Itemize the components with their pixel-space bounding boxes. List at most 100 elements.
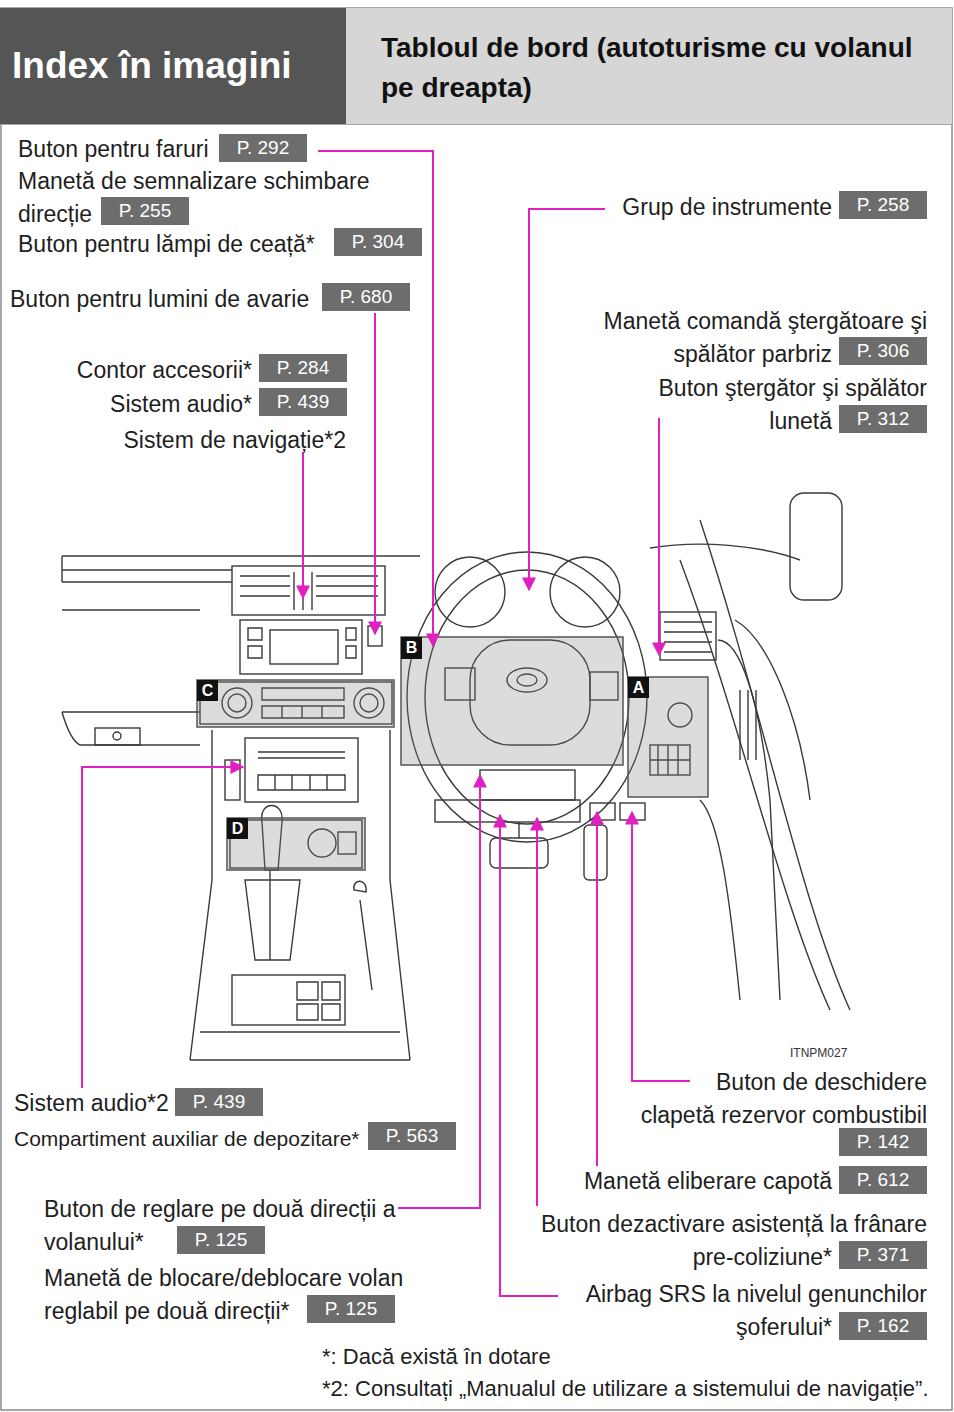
- dashboard-line-art: [62, 493, 850, 1060]
- page-reference: P. 258: [839, 191, 927, 219]
- page-frame: [1, 8, 952, 1410]
- dashboard-line-art: [258, 752, 345, 790]
- page-frame: [1, 8, 952, 1410]
- callout-label: Buton pentru lumini de avarie: [10, 283, 309, 316]
- callout-label: Buton pentru lămpi de ceață*: [18, 228, 315, 261]
- figure-code: ITNPM027: [790, 1046, 847, 1060]
- page-badge: P. 312: [839, 405, 927, 433]
- page-badge: P. 162: [839, 1312, 927, 1340]
- dashboard-line-art: [240, 572, 378, 610]
- leader-line: [82, 151, 690, 1296]
- dashboard-line-art: [190, 1032, 410, 1060]
- page-badge: P. 680: [322, 283, 410, 311]
- highlight-area: [197, 680, 394, 727]
- page-reference: P. 306: [839, 337, 927, 365]
- highlight-area: [628, 677, 708, 797]
- leader-line: [596, 812, 598, 1166]
- dashboard-line-art: [490, 838, 548, 868]
- dashboard-line-art: [435, 800, 580, 822]
- dashboard-line-art: [584, 825, 607, 880]
- page-reference: P. 292: [219, 134, 307, 162]
- dashboard-line-art: [245, 738, 358, 802]
- heading-text: Tabloul de bord (autoturisme cu volanul …: [381, 28, 921, 108]
- dashboard-line-art: [740, 690, 756, 760]
- float-spacer: [832, 1241, 927, 1274]
- dashboard-line-art: [62, 556, 420, 745]
- heading-text: Index în imagini: [12, 44, 346, 88]
- page-badge: P. 439: [259, 388, 347, 416]
- footnote: *: Dacă există în dotare: [322, 1340, 551, 1373]
- page-badge: P. 125: [307, 1295, 395, 1323]
- page-badge: P. 306: [839, 337, 927, 365]
- page-badge: P. 304: [334, 228, 422, 256]
- float-spacer: [832, 405, 927, 438]
- footnote: *2: Consultați „Manualul de utilizare a …: [322, 1372, 929, 1405]
- page-badge: P. 292: [219, 134, 307, 162]
- dashboard-line-art: [790, 493, 842, 600]
- callout-label: Compartiment auxiliar de depozitare*: [14, 1122, 360, 1155]
- callout-label: Buton dezactivare asistență la frânare p…: [532, 1208, 927, 1274]
- area-letter-text: B: [401, 637, 422, 658]
- page-badge: P. 612: [839, 1166, 927, 1194]
- leader-line: [82, 767, 243, 1088]
- dashboard-line-art: [240, 620, 362, 674]
- area-letter: A: [628, 677, 649, 698]
- callout-label: Buton de reglare pe două direcții a vola…: [44, 1193, 396, 1259]
- dashboard-line-art: [113, 732, 121, 740]
- callout-label: Buton ştergător şi spălător lunetă: [647, 372, 927, 438]
- page-badge: P. 439: [175, 1088, 263, 1116]
- leader-line: [529, 209, 605, 590]
- highlight-area: [401, 637, 623, 765]
- page-reference: P. 255: [101, 197, 189, 225]
- callout-label: Sistem audio*2: [14, 1087, 169, 1120]
- highlight-area: [227, 818, 365, 870]
- callout-label: Contor accesorii*: [77, 354, 252, 387]
- callout-label: Airbag SRS la nivelul genunchilor şoferu…: [567, 1278, 927, 1344]
- title-band: Tabloul de bord (autoturisme cu volanul …: [346, 8, 952, 124]
- dashboard-line-art: [190, 730, 410, 1060]
- page-badge: P. 563: [368, 1122, 456, 1150]
- dashboard-line-art: [354, 881, 372, 990]
- page-reference: P. 304: [334, 228, 422, 256]
- header-band: Index în imagini: [0, 8, 346, 124]
- dashboard-line-art: [664, 622, 712, 652]
- leader-line: [374, 313, 376, 634]
- page-reference: P. 680: [322, 283, 410, 311]
- callout-label: Sistem de navigație*2: [124, 424, 346, 457]
- dashboard-line-art: [95, 728, 140, 745]
- leader-line: [536, 818, 538, 1206]
- page-reference: P. 612: [839, 1166, 927, 1194]
- callout-label: Buton de deschidere clapetă rezervor com…: [639, 1066, 927, 1132]
- area-letter-text: D: [227, 818, 248, 839]
- page-badge: P. 371: [839, 1241, 927, 1269]
- dashboard-line-art: [700, 620, 810, 1000]
- dashboard-line-art: [270, 630, 338, 664]
- page-reference: P. 312: [839, 405, 927, 433]
- page-reference: P. 284: [259, 354, 347, 382]
- page-badge: P. 258: [839, 191, 927, 219]
- dashboard-line-art: [590, 803, 615, 820]
- page-reference: P. 142: [839, 1128, 927, 1156]
- dashboard-line-art: [248, 628, 356, 658]
- area-letter-text: A: [628, 677, 649, 698]
- leader-line: [658, 418, 660, 655]
- page-badge: P. 255: [101, 197, 189, 225]
- dashboard-line-art: [480, 770, 575, 800]
- page-badge: P. 125: [177, 1226, 265, 1254]
- page-badge: P. 142: [839, 1128, 927, 1156]
- callout-label: Manetă eliberare capotă: [584, 1165, 832, 1198]
- page-reference: P. 439: [259, 388, 347, 416]
- page-reference: P. 439: [175, 1088, 263, 1116]
- dashboard-line-art: [232, 566, 385, 615]
- dashboard-line-art: [297, 982, 340, 1020]
- area-letter-text: C: [197, 680, 218, 701]
- float-spacer: [832, 338, 927, 371]
- callout-label: Grup de instrumente: [622, 191, 832, 224]
- callout-label: Manetă comandă ştergătoare şi spălător p…: [587, 305, 927, 371]
- leader-line: [302, 452, 304, 598]
- float-spacer: [832, 1311, 927, 1344]
- page-reference: P. 563: [368, 1122, 456, 1150]
- callout-label: Buton pentru faruri: [18, 133, 209, 166]
- page-reference: P. 125: [177, 1226, 265, 1254]
